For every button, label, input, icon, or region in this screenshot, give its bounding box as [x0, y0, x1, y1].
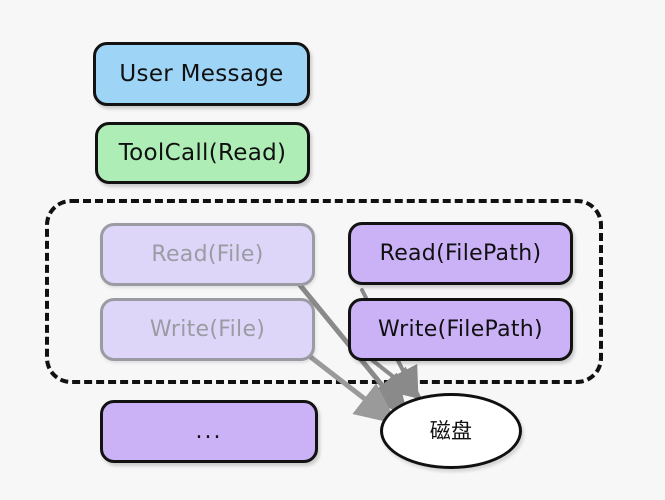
node-tool-call[interactable]: ToolCall(Read): [95, 122, 310, 184]
node-read-file-label: Read(File): [151, 241, 264, 267]
node-disk-label: 磁盘: [429, 418, 473, 443]
node-more-ellipsis[interactable]: ...: [100, 400, 318, 463]
node-disk[interactable]: 磁盘: [380, 393, 522, 469]
node-write-file-label: Write(File): [149, 316, 266, 342]
node-write-filepath-label: Write(FilePath): [378, 316, 543, 342]
node-tool-call-label: ToolCall(Read): [118, 139, 287, 166]
node-read-file[interactable]: Read(File): [100, 223, 315, 286]
node-more-ellipsis-label: ...: [195, 418, 223, 444]
node-user-message-label: User Message: [119, 60, 284, 87]
node-write-filepath[interactable]: Write(FilePath): [348, 298, 573, 361]
node-write-file[interactable]: Write(File): [100, 298, 315, 361]
node-user-message[interactable]: User Message: [93, 42, 310, 106]
node-read-filepath[interactable]: Read(FilePath): [348, 222, 573, 285]
node-read-filepath-label: Read(FilePath): [379, 240, 542, 266]
